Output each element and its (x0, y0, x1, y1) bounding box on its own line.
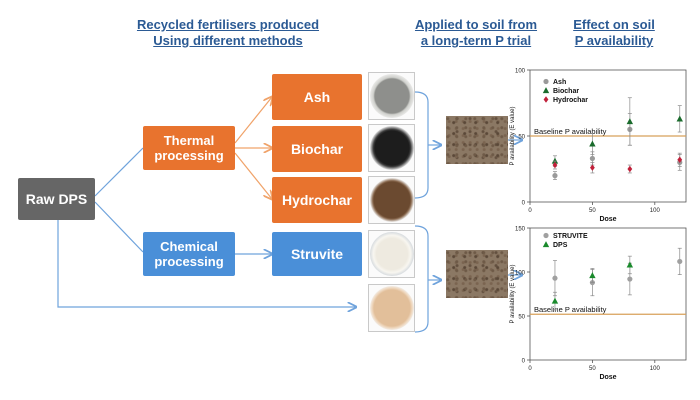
top-biochar-point-3 (676, 115, 683, 122)
top-biochar-point-0 (551, 157, 559, 164)
struvite-sample-photo (368, 230, 415, 278)
top-legend-hydrochar-marker (543, 96, 549, 103)
ash-label: Ash (303, 88, 331, 105)
bottom-plot-frame (529, 227, 687, 361)
top-legend-hydrochar-label: Hydrochar (553, 97, 588, 104)
bottom-legend-dps-label: DPS (553, 242, 568, 249)
top-ytick-label-50: 50 (518, 135, 525, 141)
methods-header-line2: Using different methods (153, 33, 303, 48)
top-legend-ash-marker (543, 78, 549, 85)
thermal-processing-box: Thermal processing (143, 126, 235, 170)
soil-header-line2: a long-term P trial (420, 33, 532, 48)
top-biochar-point-1 (589, 140, 596, 147)
hydrochar-box: Hydrochar (272, 177, 362, 223)
top-xtick-label-50: 50 (589, 208, 596, 214)
top-ytick-label-0: 0 (522, 201, 526, 207)
ash-sample-photo (368, 72, 415, 120)
bottom-ylabel: P availability (E value) (510, 265, 516, 324)
bottom-dps-point-0 (551, 297, 559, 304)
top-xlabel: Dose (599, 216, 616, 223)
arrow-thermal-hydrochar (234, 152, 272, 199)
ash-sample-dish (369, 74, 414, 118)
raw-dps-sample-dish (369, 286, 414, 330)
top-hydrochar-point-1 (590, 164, 595, 171)
bottom-legend-struvite-marker (543, 232, 549, 239)
thermal-label-line1: Thermal (163, 133, 215, 148)
soil-header: Applied to soil from a long-term P trial (406, 17, 546, 49)
chart-bottom: Baseline P availability 0 50 100 150 0 50 100Do… (510, 227, 687, 381)
top-ytick-label-100: 100 (515, 69, 526, 75)
bottom-dps-point-1 (589, 272, 596, 279)
hydrochar-label: Hydrochar (281, 191, 353, 208)
bottom-struvite-point-3 (677, 258, 683, 265)
top-baseline-label: Baseline P availability (534, 127, 607, 136)
ash-box: Ash (272, 74, 362, 120)
top-ash-point-1 (589, 155, 596, 162)
raw-dps-sample-photo (368, 284, 415, 332)
chemical-label-line1: Chemical (160, 239, 218, 254)
top-ash-point-0 (552, 173, 558, 179)
bottom-ytick-label-150: 150 (515, 227, 526, 233)
soil-photo-bottom (446, 250, 508, 298)
biochar-sample-dish (369, 126, 414, 170)
thermal-label-line2: processing (154, 148, 224, 163)
effect-header-line2: P availability (574, 33, 654, 48)
top-xtick-label-0: 0 (528, 208, 532, 214)
bottom-struvite-point-0 (552, 275, 558, 281)
bottom-ytick-label-0: 0 (522, 359, 526, 365)
top-hydrochar-point-3 (677, 156, 683, 163)
top-ylabel: P availability (E value) (510, 107, 516, 166)
top-xtick-label-100: 100 (650, 208, 661, 214)
raw-dps-label: Raw DPS (25, 190, 88, 207)
bottom-xtick-label-50: 50 (589, 366, 596, 372)
bottom-xtick-label-0: 0 (528, 366, 532, 372)
top-hydrochar-point-2 (627, 165, 633, 173)
effect-header-line1: Effect on soil (573, 17, 655, 32)
arrow-thermal-ash (234, 97, 272, 144)
struvite-box: Struvite (272, 232, 362, 276)
connector-raw-chemical (94, 201, 144, 253)
bottom-xtick-label-100: 100 (650, 366, 661, 372)
top-hydrochar-point-0 (552, 161, 558, 169)
hydrochar-sample-photo (368, 176, 415, 224)
chemical-label-line2: processing (154, 254, 224, 269)
bottom-struvite-point-2 (627, 276, 633, 282)
soil-photo-top (446, 116, 508, 164)
bottom-legend-dps-marker (542, 241, 550, 248)
biochar-sample-photo (368, 124, 415, 172)
struvite-label: Struvite (290, 245, 344, 262)
connector-raw-thermal (94, 147, 144, 197)
methods-header-line1: Recycled fertilisers produced (136, 17, 320, 32)
bottom-ytick-label-100: 100 (515, 271, 526, 277)
bracket-struvite (414, 225, 429, 333)
raw-dps-box: Raw DPS (18, 178, 95, 220)
top-legend-biochar-marker (542, 87, 550, 94)
bottom-ytick-label-50: 50 (518, 315, 525, 321)
hydrochar-sample-dish (369, 178, 414, 222)
top-legend-biochar-label: Biochar (553, 88, 579, 95)
methods-header: Recycled fertilisers produced Using diff… (118, 17, 338, 49)
biochar-label: Biochar (290, 140, 344, 157)
bottom-xlabel: Dose (599, 374, 616, 381)
chemical-processing-box: Chemical processing (143, 232, 235, 276)
top-biochar-point-2 (626, 118, 634, 125)
arrow-raw-direct (57, 220, 356, 307)
struvite-sample-dish (369, 232, 414, 276)
top-legend-ash-label: Ash (553, 79, 566, 86)
bottom-dps-point-2 (626, 261, 634, 268)
biochar-box: Biochar (272, 126, 362, 172)
soil-header-line1: Applied to soil from (414, 17, 538, 32)
effect-header: Effect on soil P availability (556, 17, 672, 49)
bottom-baseline-label: Baseline P availability (534, 305, 607, 314)
bottom-legend-struvite-label: STRUVITE (553, 233, 588, 240)
